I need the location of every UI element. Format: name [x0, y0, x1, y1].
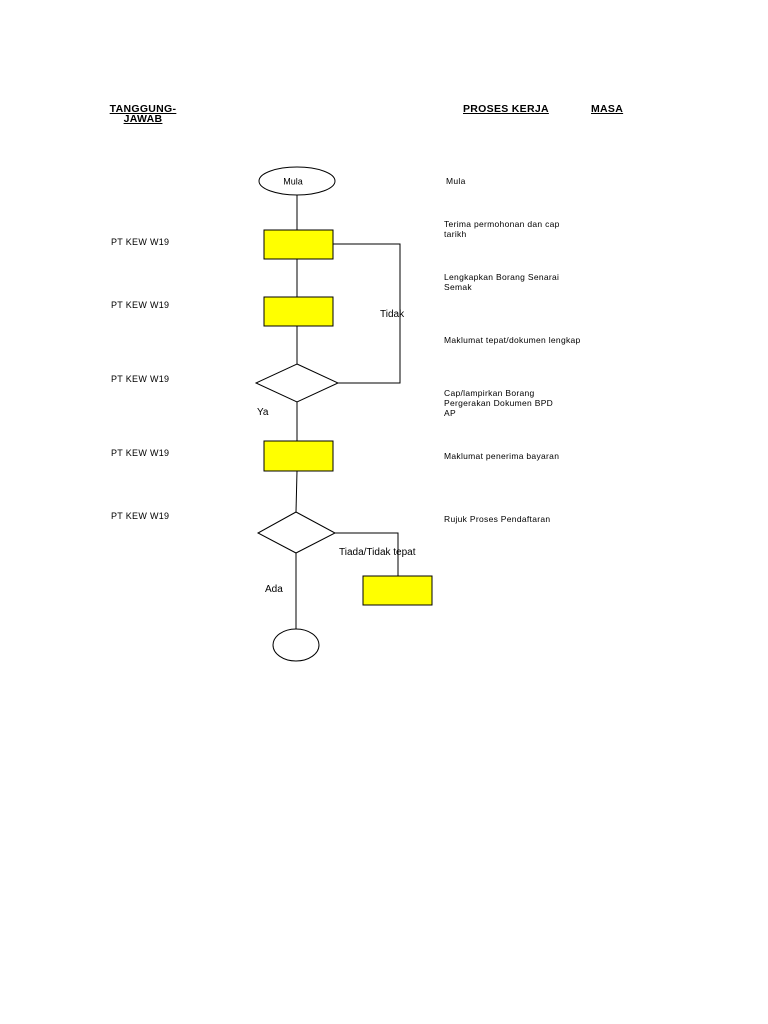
- process-box-checklist: [263, 296, 334, 327]
- decision-info-complete: [254, 363, 340, 403]
- branch-label-none: Tiada/Tidak tepat: [339, 547, 416, 558]
- branch-none-connector: [335, 532, 399, 576]
- header-time: MASA: [591, 103, 624, 115]
- desc-receive-application: Terima permohonan dan cap tarikh: [444, 219, 560, 239]
- responsibility-row-4: PT KEW W19: [111, 448, 170, 458]
- decision-payee-info: [256, 511, 337, 554]
- header-process: PROSES KERJA: [463, 103, 549, 115]
- process-box-registration: [362, 575, 433, 606]
- process-box-stamp: [263, 440, 334, 472]
- connector-step3-to-decision2: [295, 470, 298, 513]
- desc-refer-registration: Rujuk Proses Pendaftaran: [444, 514, 551, 524]
- branch-label-yes: Ya: [257, 407, 269, 418]
- desc-start: Mula: [446, 176, 466, 186]
- loop-back-connector: [333, 243, 401, 384]
- responsibility-row-3: PT KEW W19: [111, 374, 170, 384]
- desc-stamp-document-form: Cap/lampirkan Borang Pergerakan Dokumen …: [444, 388, 554, 418]
- responsibility-row-5: PT KEW W19: [111, 511, 170, 521]
- responsibility-row-2: PT KEW W19: [111, 300, 170, 310]
- desc-complete-checklist: Lengkapkan Borang Senarai Semak: [444, 272, 560, 292]
- desc-info-complete: Maklumat tepat/dokumen lengkap: [444, 335, 581, 345]
- header-responsibility: TANGGUNG- JAWAB: [109, 103, 177, 125]
- branch-label-exists: Ada: [265, 584, 283, 595]
- desc-payee-info: Maklumat penerima bayaran: [444, 451, 560, 461]
- process-box-receive: [263, 229, 334, 260]
- branch-label-no: Tidak: [380, 309, 405, 320]
- start-terminal-label: Mula: [283, 177, 303, 187]
- end-terminal: [272, 628, 320, 662]
- responsibility-row-1: PT KEW W19: [111, 237, 170, 247]
- start-terminal: [258, 166, 336, 196]
